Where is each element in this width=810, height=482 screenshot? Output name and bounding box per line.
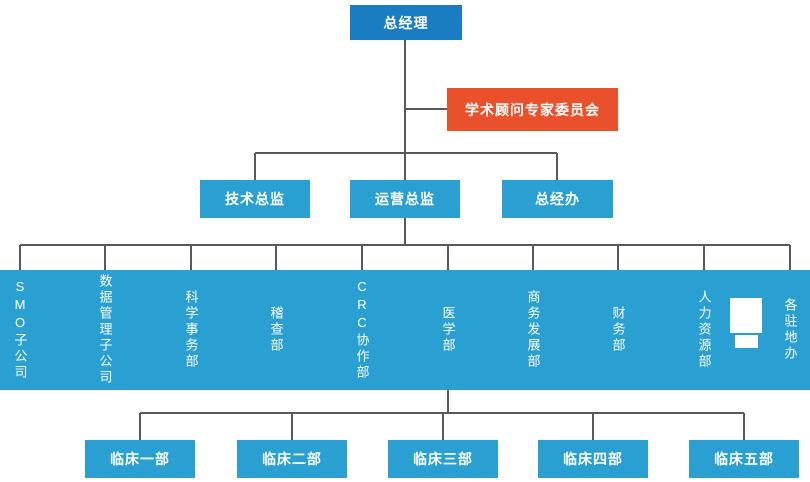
dept-column-finance: 财务部 — [610, 306, 626, 354]
node-clinical-dept-2: 临床二部 — [237, 440, 347, 478]
node-general-manager: 总经理 — [350, 5, 462, 40]
dept-column-resident-offices: 各驻地办 — [782, 298, 798, 362]
node-clinical-dept-1: 临床一部 — [85, 440, 195, 478]
dept-column-data-management: 数据管理子公司 — [97, 274, 113, 386]
node-operations-director: 运营总监 — [350, 180, 460, 218]
image-placeholder-artifact — [735, 335, 758, 348]
node-clinical-dept-4: 临床四部 — [538, 440, 648, 478]
dept-column-medical: 医学部 — [440, 306, 456, 354]
node-gm-office: 总经办 — [502, 180, 613, 218]
dept-column-human-resources: 人力资源部 — [696, 290, 712, 370]
dept-column-business-development: 商务发展部 — [525, 290, 541, 370]
dept-column-crc-collaboration: CRC协作部 — [354, 279, 370, 381]
dept-column-scientific-affairs: 科学事务部 — [183, 290, 199, 370]
node-clinical-dept-5: 临床五部 — [689, 440, 799, 478]
dept-column-audit: 稽查部 — [268, 306, 284, 354]
node-technical-director: 技术总监 — [200, 180, 310, 218]
image-placeholder-artifact — [730, 298, 762, 333]
dept-column-smo-subsidiary: SMO子公司 — [12, 279, 28, 381]
department-band: SMO子公司 数据管理子公司 科学事务部 稽查部 CRC协作部 医学部 商务发展… — [0, 270, 810, 390]
node-advisory-committee: 学术顾问专家委员会 — [447, 88, 618, 131]
node-clinical-dept-3: 临床三部 — [388, 440, 498, 478]
